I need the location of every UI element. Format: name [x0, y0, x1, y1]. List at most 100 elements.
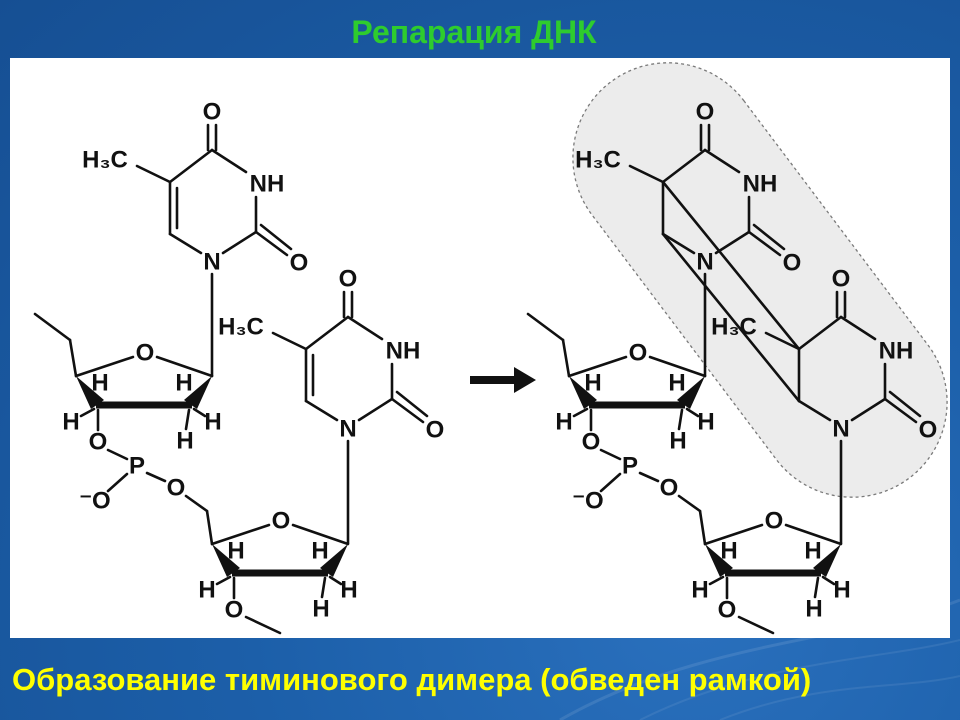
bond-o3-p	[106, 448, 129, 461]
bond-p-o5	[145, 471, 167, 483]
h-label: H	[669, 428, 686, 455]
h-label: H	[668, 370, 685, 397]
cyclobutane-bond-c6-c6	[661, 232, 801, 403]
n1-label: N	[339, 416, 356, 443]
bond-c5-c4	[698, 509, 707, 546]
backbone-after: O H H H H H O P O ⁻O	[526, 312, 851, 635]
bond-c5-methyl	[135, 164, 172, 184]
o3-label: O	[718, 597, 737, 624]
h-label: H	[176, 428, 193, 455]
bond-n1-c6	[168, 232, 203, 255]
h-label: H	[175, 370, 192, 397]
bond-n1-c6	[304, 399, 339, 422]
bond-o5-c5	[677, 494, 702, 513]
bond-n1-c6	[661, 232, 696, 255]
bond-ring-o-c1	[648, 355, 707, 378]
h-label: H	[312, 596, 329, 623]
ring-o-label: O	[629, 340, 648, 367]
wedge-bond-c1-c2	[677, 376, 705, 409]
o3-label: O	[582, 429, 601, 456]
deoxyribose-1-before: O H H H H H O	[33, 312, 222, 456]
bond-c2-o2	[747, 230, 782, 257]
o4-label: O	[339, 266, 358, 293]
wedge-bond-c4-c3	[76, 376, 104, 409]
h-label: H	[691, 577, 708, 604]
thymine-dimer-diagram: O NH O N H₃C O NH O N H₃C	[33, 62, 948, 635]
h-label: H	[555, 409, 572, 436]
bond-c5-methyl	[628, 164, 665, 184]
wedge-bond-c4-c3	[705, 544, 733, 577]
bond-c2-o2	[254, 230, 289, 257]
bond-c2-o2-double	[888, 390, 922, 418]
o5-label: O	[660, 475, 679, 502]
bond-c4-ring-o	[703, 523, 764, 546]
bond-c3-h	[79, 407, 96, 418]
bond-c3-h	[708, 575, 725, 586]
bond-o3-chain	[737, 615, 775, 635]
slide-title: Репарация ДНК	[351, 14, 597, 50]
n3-label: NH	[879, 338, 914, 365]
bond-c2-h-down	[677, 408, 684, 431]
bond-c2-h-right	[685, 407, 700, 418]
bond-c5-methyl	[764, 331, 801, 351]
o-minus-label: ⁻O	[79, 488, 110, 515]
thymine-2-after: O NH O N H₃C	[711, 266, 937, 545]
phosphorus-label: P	[129, 453, 145, 480]
bond-c2-n1	[714, 230, 751, 255]
bond-chain	[33, 312, 72, 342]
bond-c2-h-right	[328, 575, 343, 586]
bond-c2-o2	[883, 397, 918, 424]
thymine-1-before: O NH O N H₃C	[82, 99, 308, 378]
o3-label: O	[225, 597, 244, 624]
ring-o-label: O	[765, 508, 784, 535]
o4-label: O	[696, 99, 715, 126]
h-label: H	[227, 538, 244, 565]
diagram-panel: O NH O N H₃C O NH O N H₃C	[10, 58, 950, 638]
h-label: H	[311, 538, 328, 565]
h-label: H	[62, 409, 79, 436]
slide-caption: Образование тиминового димера (обведен р…	[12, 662, 812, 697]
bond-o5-c5	[184, 494, 209, 513]
methyl-label: H₃C	[711, 314, 757, 341]
bond-c5-methyl	[271, 331, 308, 351]
o4-label: O	[203, 99, 222, 126]
h-label: H	[198, 577, 215, 604]
bond-c5-c4	[797, 315, 843, 351]
bond-chain	[526, 312, 565, 342]
bond-c2-n1	[221, 230, 258, 255]
n1-label: N	[696, 249, 713, 276]
ring-o-label: O	[272, 508, 291, 535]
bond-c3-h	[215, 575, 232, 586]
wedge-bond-c1-c2	[184, 376, 212, 409]
n1-label: N	[203, 249, 220, 276]
dna-fragment-before: O NH O N H₃C O NH O N H₃C	[33, 99, 444, 635]
bond-c4-n3	[839, 315, 877, 341]
o2-label: O	[783, 250, 802, 277]
bond-c2-h-right	[821, 575, 836, 586]
wedge-bond-c4-c3	[569, 376, 597, 409]
cyclobutane-bond-c5-c5	[661, 180, 801, 351]
bond-p-o5	[638, 471, 660, 483]
n3-label: NH	[743, 171, 778, 198]
bond-ring-o-c1	[155, 355, 214, 378]
bond-c2-n1	[850, 397, 887, 422]
bond-c4-ring-o	[210, 523, 271, 546]
dna-fragment-after: O NH O N H₃C O NH O N H₃C	[526, 62, 948, 635]
h-label: H	[805, 596, 822, 623]
bond-c2-n1	[357, 397, 394, 422]
h-label: H	[833, 577, 850, 604]
bond-c2-o2-double	[395, 390, 429, 418]
bond-c3-h	[572, 407, 589, 418]
methyl-label: H₃C	[575, 147, 621, 174]
bond-o3-chain	[244, 615, 282, 635]
o-minus-label: ⁻O	[572, 488, 603, 515]
bond-c2-o2-double	[752, 223, 786, 251]
bond-ring-o-c1	[784, 523, 843, 546]
bond-c2-o2-double	[259, 223, 293, 251]
bond-ring-o-c1	[291, 523, 350, 546]
thymine-2-before: O NH O N H₃C	[218, 266, 444, 545]
phosphate-before: P O ⁻O	[79, 448, 214, 546]
bond-p-o-minus	[106, 472, 129, 493]
bond-c4-ring-o	[567, 355, 628, 378]
bond-c2-h-right	[192, 407, 207, 418]
